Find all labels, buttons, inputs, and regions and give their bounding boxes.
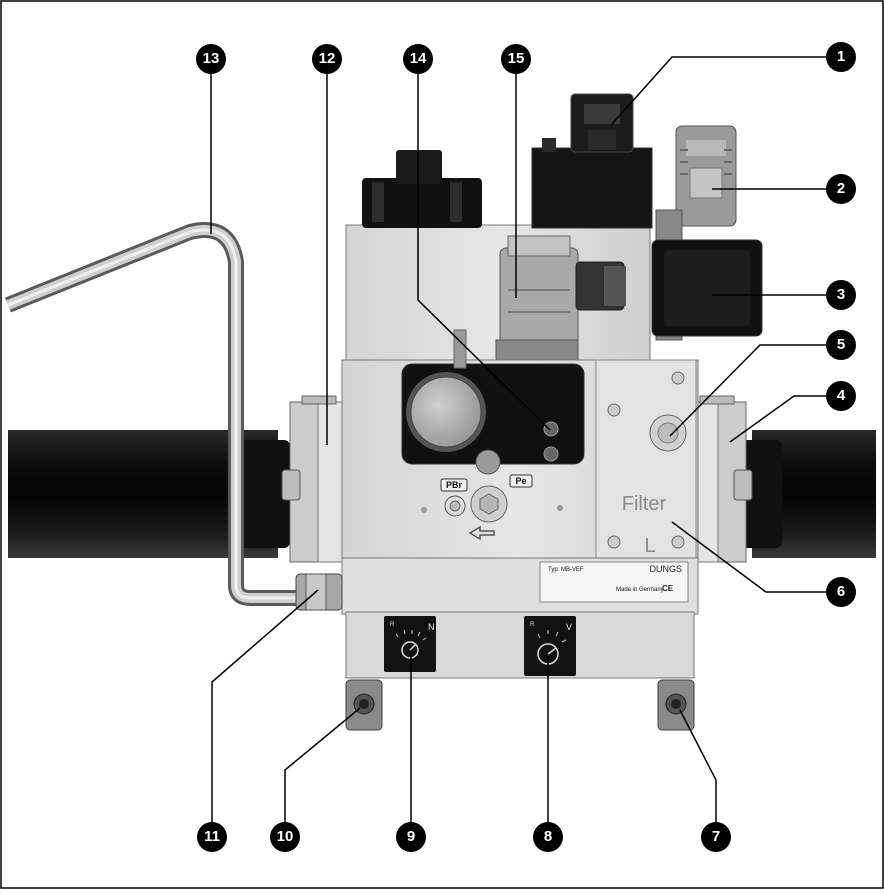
- nameplate: Typ: MB-VEF DUNGS Made in Germany CE: [539, 561, 689, 603]
- flow-arrow: [468, 525, 495, 541]
- dial-v-letter: V: [566, 622, 572, 632]
- dial-v: R V: [524, 616, 576, 676]
- dial-n: R N: [384, 616, 436, 672]
- inlet-pipe: [8, 430, 290, 558]
- test-port-pbr: PBr: [440, 478, 468, 517]
- top-black-block: [362, 150, 482, 228]
- nameplate-type: Typ: MB-VEF: [548, 567, 584, 573]
- outlet-flange: [693, 395, 753, 563]
- nameplate-ce: CE: [662, 584, 674, 593]
- coil-block-top: [531, 138, 653, 229]
- test-port-pe: Pe: [509, 474, 533, 488]
- plug-connector-2: [675, 125, 737, 227]
- outlet-pipe: [742, 430, 876, 558]
- test-nipple-right: [657, 679, 695, 731]
- nameplate-brand: DUNGS: [649, 564, 682, 574]
- pressure-switch: [401, 329, 585, 475]
- dial-n-r: R: [390, 622, 395, 628]
- inlet-flange: [281, 395, 379, 563]
- screw: [557, 505, 563, 511]
- dial-n-letter: N: [428, 622, 435, 632]
- plug-connector-1: [570, 93, 634, 153]
- test-nipple-left: [345, 679, 383, 731]
- center-plug: [470, 485, 508, 523]
- filter-label: Filter: [622, 493, 667, 515]
- screw: [421, 507, 427, 513]
- filter-cover: Filter L: [595, 359, 697, 561]
- solenoid-coil: [651, 209, 763, 341]
- nameplate-made-in: Made in Germany: [616, 587, 664, 593]
- plug-connector-15: [495, 235, 626, 361]
- leader-lines: [210, 56, 826, 822]
- pbr-label: PBr: [446, 480, 463, 490]
- dial-v-r: R: [530, 622, 535, 628]
- impulse-line: [5, 222, 343, 611]
- pe-label: Pe: [515, 476, 526, 486]
- filter-letter: L: [644, 535, 655, 557]
